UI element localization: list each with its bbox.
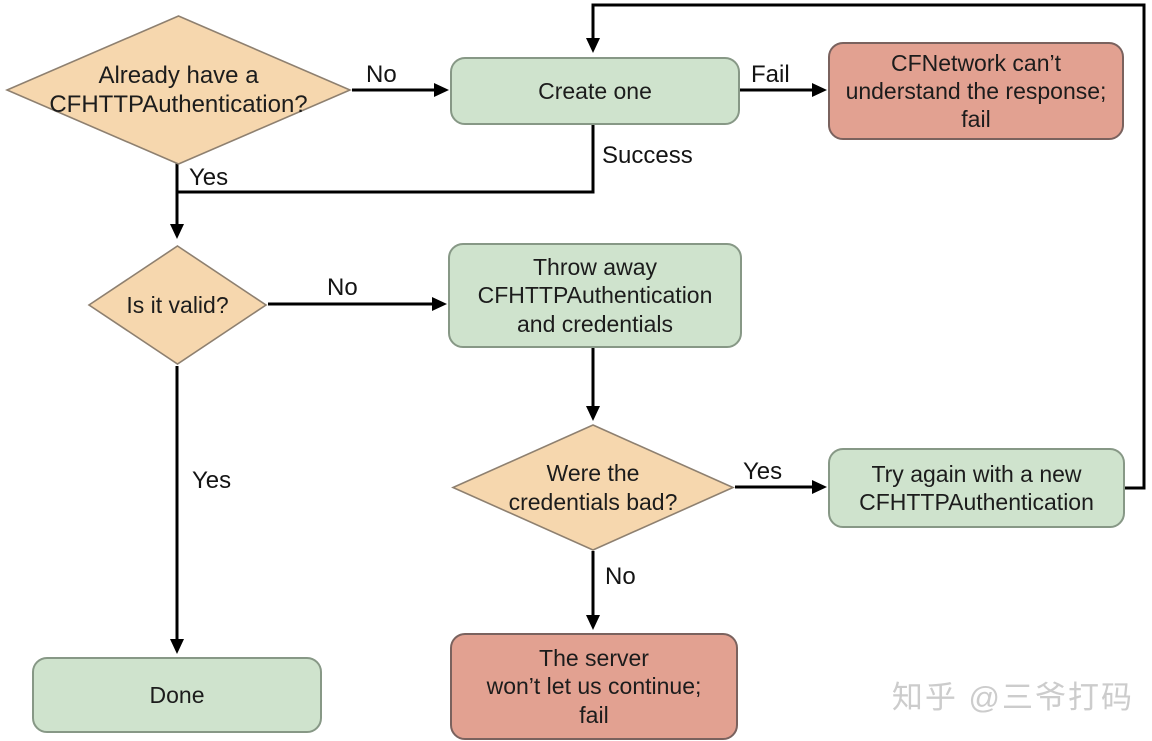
process-label: Done — [149, 681, 205, 708]
edge-success-create-to-merge — [177, 125, 595, 194]
diamond-shape — [451, 424, 735, 551]
zhihu-watermark: 知乎 @三爷打码 — [891, 680, 1134, 715]
edge-label-fail-cfnetwork: Fail — [751, 61, 790, 88]
decision-label: Is it valid? — [126, 291, 229, 318]
decision-is-it-valid: Is it valid? — [87, 245, 268, 365]
fail-label: CFNetwork can’t understand the response;… — [845, 49, 1107, 133]
edge-label-yes-done: Yes — [192, 467, 232, 494]
process-done: Done — [32, 657, 322, 733]
fail-cfnetwork-cant-understand: CFNetwork can’t understand the response;… — [828, 42, 1124, 140]
edge-label-no-throw: No — [327, 274, 358, 301]
process-label: Throw away CFHTTPAuthentication and cred… — [477, 254, 713, 337]
decision-were-credentials-bad: Were the credentials bad? — [451, 424, 735, 551]
process-try-again: Try again with a new CFHTTPAuthenticatio… — [828, 448, 1125, 528]
fail-label: The server won’t let us continue; fail — [486, 645, 702, 728]
edge-label-success: Success — [602, 142, 693, 169]
decision-label: Were the credentials bad? — [508, 460, 678, 515]
process-label: Create one — [538, 77, 652, 104]
process-label: Try again with a new CFHTTPAuthenticatio… — [859, 460, 1094, 515]
edge-label-yes-try-again: Yes — [743, 458, 783, 485]
edge-label-no-create: No — [366, 61, 397, 88]
edge-label-no-server: No — [605, 563, 636, 590]
fail-server-wont-continue: The server won’t let us continue; fail — [450, 633, 738, 740]
diamond-shape — [5, 15, 352, 165]
decision-already-have-cfhttpauthentication: Already have a CFHTTPAuthentication? — [5, 15, 352, 165]
process-throw-away: Throw away CFHTTPAuthentication and cred… — [448, 243, 742, 348]
process-create-one: Create one — [450, 57, 740, 125]
decision-label: Already have a CFHTTPAuthentication? — [49, 61, 308, 118]
diamond-shape — [87, 245, 268, 365]
edge-label-yes-valid: Yes — [189, 164, 229, 191]
edge-loop-try-to-create — [586, 3, 1146, 490]
